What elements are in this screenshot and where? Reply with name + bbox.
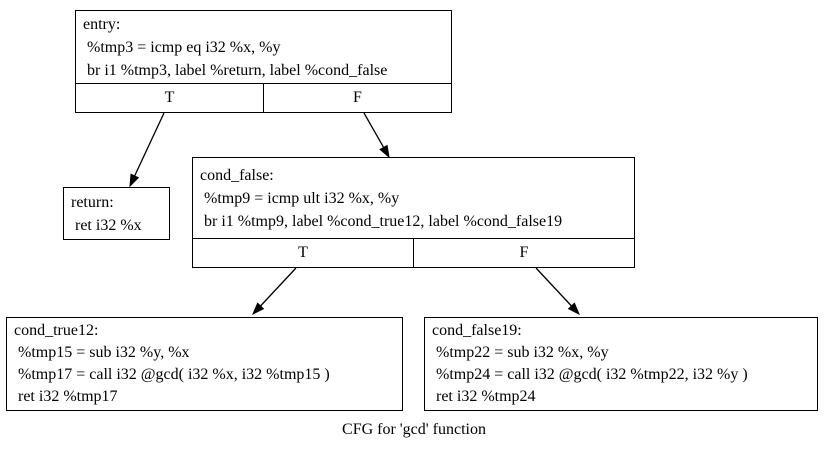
code-line: %tmp17 = call i32 @gcd( i32 %x, i32 %tmp… (14, 366, 330, 383)
node-return: return: ret i32 %x (63, 187, 170, 240)
code-line: %tmp22 = sub i32 %x, %y (432, 344, 609, 361)
graph-caption: CFG for 'gcd' function (342, 421, 486, 438)
node-cond-false: cond_false: %tmp9 = icmp ult i32 %x, %y … (192, 157, 635, 268)
node-entry-code: entry: %tmp3 = icmp eq i32 %x, %y br i1 … (76, 11, 451, 83)
node-cond-true12: cond_true12: %tmp15 = sub i32 %y, %x %tm… (6, 317, 403, 411)
code-line: return: (71, 193, 114, 211)
code-line: %tmp24 = call i32 @gcd( i32 %tmp22, i32 … (432, 366, 748, 383)
code-line: cond_false: (200, 166, 274, 184)
code-line: cond_true12: (14, 322, 99, 339)
node-cond-false19: cond_false19: %tmp22 = sub i32 %x, %y %t… (424, 317, 818, 411)
code-line: %tmp15 = sub i32 %y, %x (14, 344, 190, 361)
code-line: %tmp9 = icmp ult i32 %x, %y (200, 189, 400, 207)
node-cond-false-branch-row: T F (193, 238, 634, 267)
false-branch-cell: F (263, 84, 451, 112)
edge-cond-false-true-to-cond-true12 (252, 267, 297, 316)
false-branch-cell: F (413, 239, 634, 267)
code-line: entry: (83, 15, 121, 33)
node-cond-false19-code: cond_false19: %tmp22 = sub i32 %x, %y %t… (425, 318, 817, 410)
true-branch-cell: T (164, 89, 175, 106)
true-branch-cell: T (298, 244, 308, 261)
code-line: br i1 %tmp9, label %cond_true12, label %… (200, 212, 563, 230)
node-entry: entry: %tmp3 = icmp eq i32 %x, %y br i1 … (75, 10, 452, 113)
edge-entry-true-to-return (129, 112, 165, 188)
node-entry-branch-row: T F (76, 83, 451, 112)
code-line: ret i32 %x (71, 216, 142, 234)
node-cond-false-code: cond_false: %tmp9 = icmp ult i32 %x, %y … (193, 158, 634, 238)
edge-cond-false-false-to-cond-false19 (535, 267, 580, 316)
code-line: %tmp3 = icmp eq i32 %x, %y (83, 38, 281, 56)
code-line: ret i32 %tmp17 (14, 388, 118, 405)
node-return-code: return: ret i32 %x (64, 188, 169, 239)
code-line: ret i32 %tmp24 (432, 388, 536, 405)
code-line: cond_false19: (432, 322, 522, 339)
node-cond-true12-code: cond_true12: %tmp15 = sub i32 %y, %x %tm… (7, 318, 402, 410)
edge-entry-false-to-cond-false (363, 112, 390, 159)
code-line: br i1 %tmp3, label %return, label %cond_… (83, 61, 388, 79)
